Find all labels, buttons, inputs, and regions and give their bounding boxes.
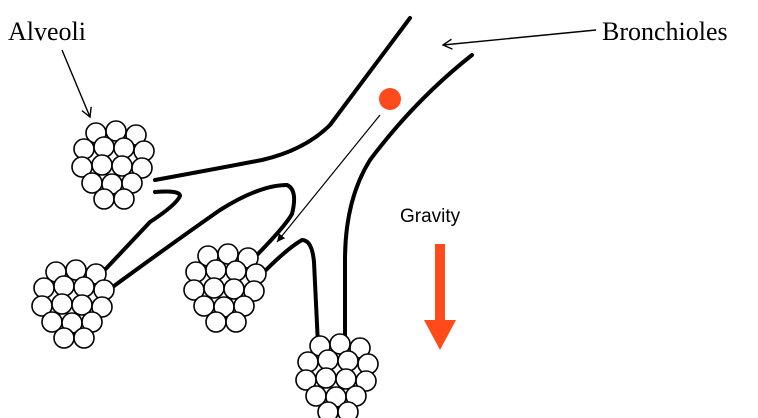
alveoli-cluster-1 xyxy=(72,121,154,209)
alveolus xyxy=(206,260,226,280)
alveolus xyxy=(54,276,74,296)
alveolus xyxy=(54,328,74,348)
particle-trajectory-arrow xyxy=(277,115,380,242)
bronchiole-wall-outer xyxy=(345,55,472,340)
alveolus xyxy=(114,189,134,209)
gravity-arrow-icon xyxy=(424,244,456,350)
alveolus xyxy=(226,261,246,281)
alveolus xyxy=(298,352,318,372)
alveolus xyxy=(226,312,246,332)
alveolus xyxy=(338,351,358,371)
bronchioles-pointer-arrow xyxy=(443,30,596,45)
gravity-label: Gravity xyxy=(400,206,461,227)
alveoli-cluster-4 xyxy=(296,334,378,418)
alveoli-pointer-arrow xyxy=(62,50,90,117)
alveolus xyxy=(186,262,206,282)
alveolus xyxy=(318,350,338,370)
alveolus xyxy=(74,139,94,159)
alveolus xyxy=(316,368,336,388)
alveolus xyxy=(338,402,358,418)
alveolus xyxy=(114,138,134,158)
alveolus xyxy=(94,137,114,157)
alveolus xyxy=(52,294,72,314)
alveolus xyxy=(204,278,224,298)
alveolus xyxy=(34,278,54,298)
alveoli-label: Alveoli xyxy=(8,17,86,46)
bronchioles-label: Bronchioles xyxy=(602,17,728,46)
alveolus xyxy=(74,328,94,348)
alveolus xyxy=(92,155,112,175)
alveolus xyxy=(94,189,114,209)
alveoli-cluster-3 xyxy=(184,244,266,332)
alveolus xyxy=(206,312,226,332)
alveoli-cluster-2 xyxy=(32,260,114,348)
bronchiole-tubes xyxy=(100,18,472,345)
bronchiole-wall-inner-fork xyxy=(266,240,318,345)
alveolus xyxy=(318,402,338,418)
particle-dot xyxy=(379,88,401,110)
alveolus xyxy=(74,277,94,297)
